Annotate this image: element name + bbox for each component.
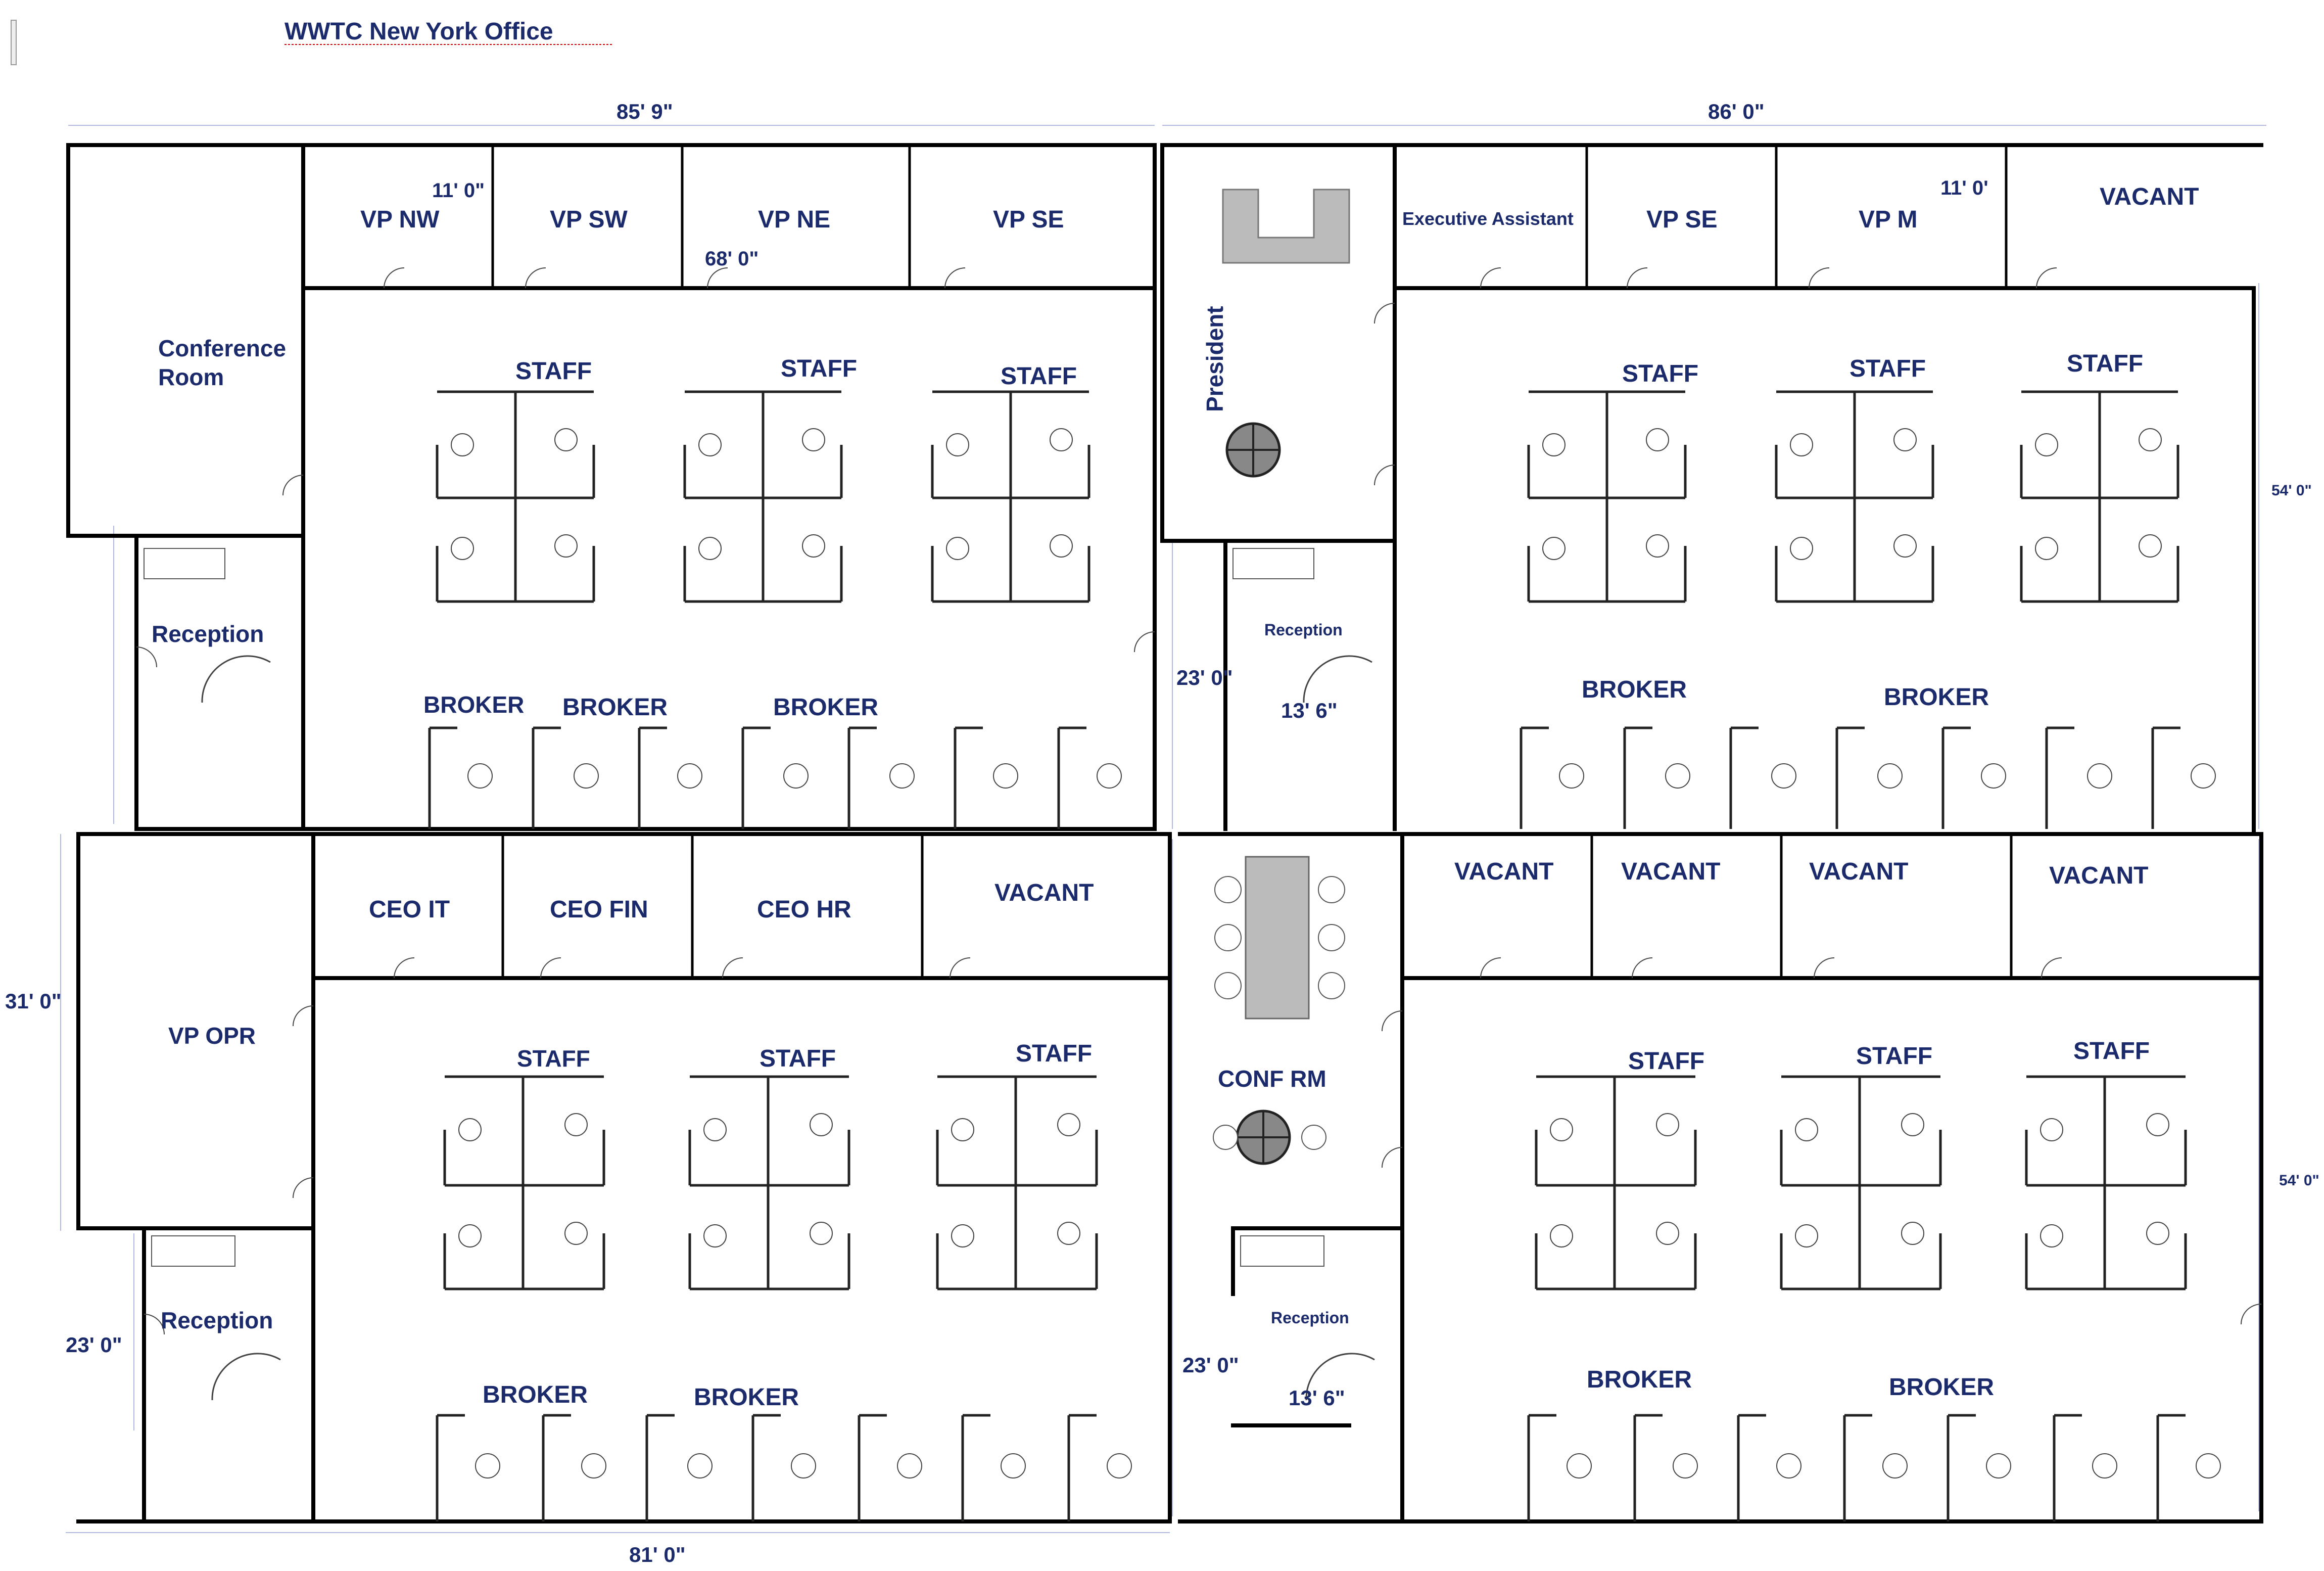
staff-cluster — [931, 390, 1090, 603]
room-reception-top-left: Reception — [152, 621, 264, 647]
staff-label: STAFF — [1016, 1040, 1092, 1067]
room-vp-m: VP M — [1859, 206, 1917, 233]
broker-chairs — [467, 763, 2221, 1478]
room-president: President — [1202, 306, 1228, 412]
staff-chairs — [451, 428, 2169, 1247]
staff-cluster — [683, 390, 843, 603]
staff-label: STAFF — [2067, 350, 2143, 377]
staff-label: STAFF — [1622, 360, 1698, 387]
dim-corridor: 68' 0" — [705, 248, 758, 270]
dim-vm-depth: 11' 0' — [1940, 177, 1988, 199]
room-vacant-mid-left: VACANT — [994, 880, 1094, 906]
broker-label: BROKER — [483, 1381, 588, 1408]
dim-vp-depth: 11' 0" — [432, 179, 485, 202]
cubicles-staff — [436, 390, 2187, 1290]
room-reception-bottom-left: Reception — [161, 1307, 273, 1333]
room-vacant-3: VACANT — [1809, 858, 1908, 885]
staff-cluster — [2020, 390, 2179, 603]
dim-reception-left: 23' 0" — [66, 1333, 122, 1357]
broker-label: BROKER — [1587, 1366, 1692, 1393]
staff-cluster — [1527, 390, 1687, 603]
staff-cluster — [688, 1075, 850, 1290]
room-vacant-2: VACANT — [1621, 858, 1720, 885]
room-ceo-hr: CEO HR — [757, 896, 851, 923]
dim-reception-width-bottom: 13' 6" — [1289, 1386, 1345, 1410]
staff-cluster — [1775, 390, 1934, 603]
room-exec-assistant: Executive Assistant — [1402, 208, 1574, 229]
staff-label: STAFF — [760, 1045, 836, 1072]
room-conference-line2: Room — [158, 364, 224, 390]
broker-label: BROKER — [423, 691, 524, 718]
broker-label: BROKER — [1889, 1374, 1994, 1401]
room-vp-se-right: VP SE — [1646, 206, 1718, 233]
room-reception-bottom-center: Reception — [1271, 1309, 1349, 1327]
room-vp-nw: VP NW — [360, 206, 440, 233]
broker-label: BROKER — [1884, 684, 1989, 711]
reception-desks — [201, 655, 1375, 1401]
staff-label: STAFF — [515, 358, 592, 385]
dim-right-height-bottom: 54' 0" — [2279, 1172, 2319, 1189]
cubicles-broker — [428, 726, 2186, 1521]
staff-cluster — [936, 1075, 1098, 1290]
staff-label: STAFF — [1628, 1048, 1704, 1075]
president-desk — [1222, 189, 1350, 478]
room-vacant-4: VACANT — [2049, 862, 2148, 889]
dim-reception-center-bottom: 23' 0" — [1182, 1353, 1239, 1377]
broker-label: BROKER — [1582, 676, 1687, 703]
room-vp-se-left: VP SE — [993, 206, 1064, 233]
staff-cluster — [1780, 1075, 1942, 1290]
walls — [66, 143, 2263, 1523]
staff-label: STAFF — [781, 355, 857, 382]
room-conf-rm: CONF RM — [1218, 1066, 1326, 1092]
staff-cluster — [2025, 1075, 2187, 1290]
dim-reception-center-top: 23' 0" — [1176, 666, 1233, 689]
room-vacant-1: VACANT — [1454, 858, 1553, 885]
staff-label: STAFF — [1849, 355, 1926, 382]
room-vp-sw: VP SW — [550, 206, 628, 233]
room-conference-line1: Conference — [158, 335, 286, 361]
conference-table — [1213, 856, 1345, 1165]
dim-left-height: 31' 0" — [5, 989, 62, 1013]
staff-cluster — [1535, 1075, 1697, 1290]
staff-cluster — [443, 1075, 605, 1290]
broker-label: BROKER — [694, 1384, 799, 1411]
dimension-guides — [60, 125, 2266, 1533]
staff-label: STAFF — [1001, 363, 1077, 390]
room-ceo-fin: CEO FIN — [550, 896, 648, 923]
room-vacant-top-right: VACANT — [2100, 183, 2199, 210]
room-reception-top-center: Reception — [1264, 621, 1343, 639]
plan-title: WWTC New York Office — [284, 18, 553, 45]
scroll-handle[interactable] — [11, 20, 17, 65]
staff-label: STAFF — [1856, 1043, 1932, 1070]
dim-top-left-width: 85' 9" — [616, 100, 673, 123]
broker-label: BROKER — [773, 694, 878, 721]
staff-label: STAFF — [517, 1045, 590, 1072]
broker-label: BROKER — [562, 694, 668, 721]
staff-label: STAFF — [2073, 1038, 2150, 1065]
dim-reception-width-top: 13' 6" — [1281, 699, 1338, 722]
room-ceo-it: CEO IT — [369, 896, 450, 923]
reception-sofas — [144, 548, 1324, 1267]
room-vp-opr: VP OPR — [168, 1023, 256, 1049]
doors — [136, 267, 2262, 1335]
dim-top-right-width: 86' 0" — [1708, 100, 1765, 123]
staff-cluster — [436, 390, 595, 603]
dim-right-height-top: 54' 0" — [2271, 482, 2312, 499]
dim-bottom-width: 81' 0" — [629, 1543, 686, 1566]
room-vp-ne: VP NE — [758, 206, 830, 233]
